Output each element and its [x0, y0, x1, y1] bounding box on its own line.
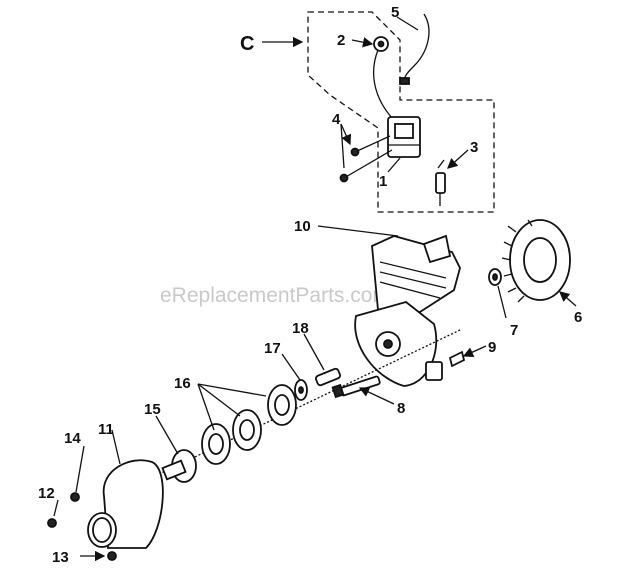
- ignition-module: [387, 116, 421, 158]
- screw-13: [107, 551, 117, 561]
- callout-17: 17: [264, 340, 281, 357]
- callout-4: 4: [332, 111, 341, 128]
- woodruff-key: [448, 350, 466, 368]
- spacer: [315, 367, 341, 387]
- callout-16: 16: [174, 375, 191, 392]
- ignition-group-boundary: [307, 11, 495, 213]
- watermark-text: eReplacementParts.com: [160, 284, 390, 307]
- callout-13: 13: [52, 549, 69, 566]
- flywheel: [501, 219, 571, 303]
- callout-c: C: [240, 33, 254, 55]
- callout-15: 15: [144, 401, 161, 418]
- fan-hub: [161, 449, 197, 483]
- engine-block: [354, 234, 461, 387]
- callout-9: 9: [488, 339, 496, 356]
- leader-lines: [53, 16, 577, 562]
- callout-2: 2: [337, 32, 345, 49]
- clutch-plate-3: [201, 423, 231, 465]
- callout-1: 1: [379, 173, 387, 190]
- screw-14: [70, 492, 80, 502]
- callout-12: 12: [38, 485, 55, 502]
- spark-plug: [435, 159, 446, 206]
- clutch-plate-2: [232, 409, 262, 451]
- ignition-lead-terminal: [372, 36, 393, 119]
- blower-housing: [87, 459, 164, 549]
- callout-6: 6: [574, 309, 582, 326]
- callout-18: 18: [292, 320, 309, 337]
- callout-10: 10: [294, 218, 311, 235]
- screw-12: [47, 518, 57, 528]
- clutch-washer: [294, 379, 308, 401]
- flywheel-washer: [488, 268, 502, 286]
- callout-11: 11: [98, 421, 114, 438]
- callout-8: 8: [397, 400, 405, 417]
- callout-14: 14: [64, 430, 81, 447]
- callout-7: 7: [510, 322, 518, 339]
- mounting-screws: [339, 135, 393, 183]
- callout-5: 5: [391, 4, 399, 21]
- callout-3: 3: [470, 139, 478, 156]
- clutch-plate-1: [267, 384, 297, 426]
- ground-wire: [399, 13, 430, 85]
